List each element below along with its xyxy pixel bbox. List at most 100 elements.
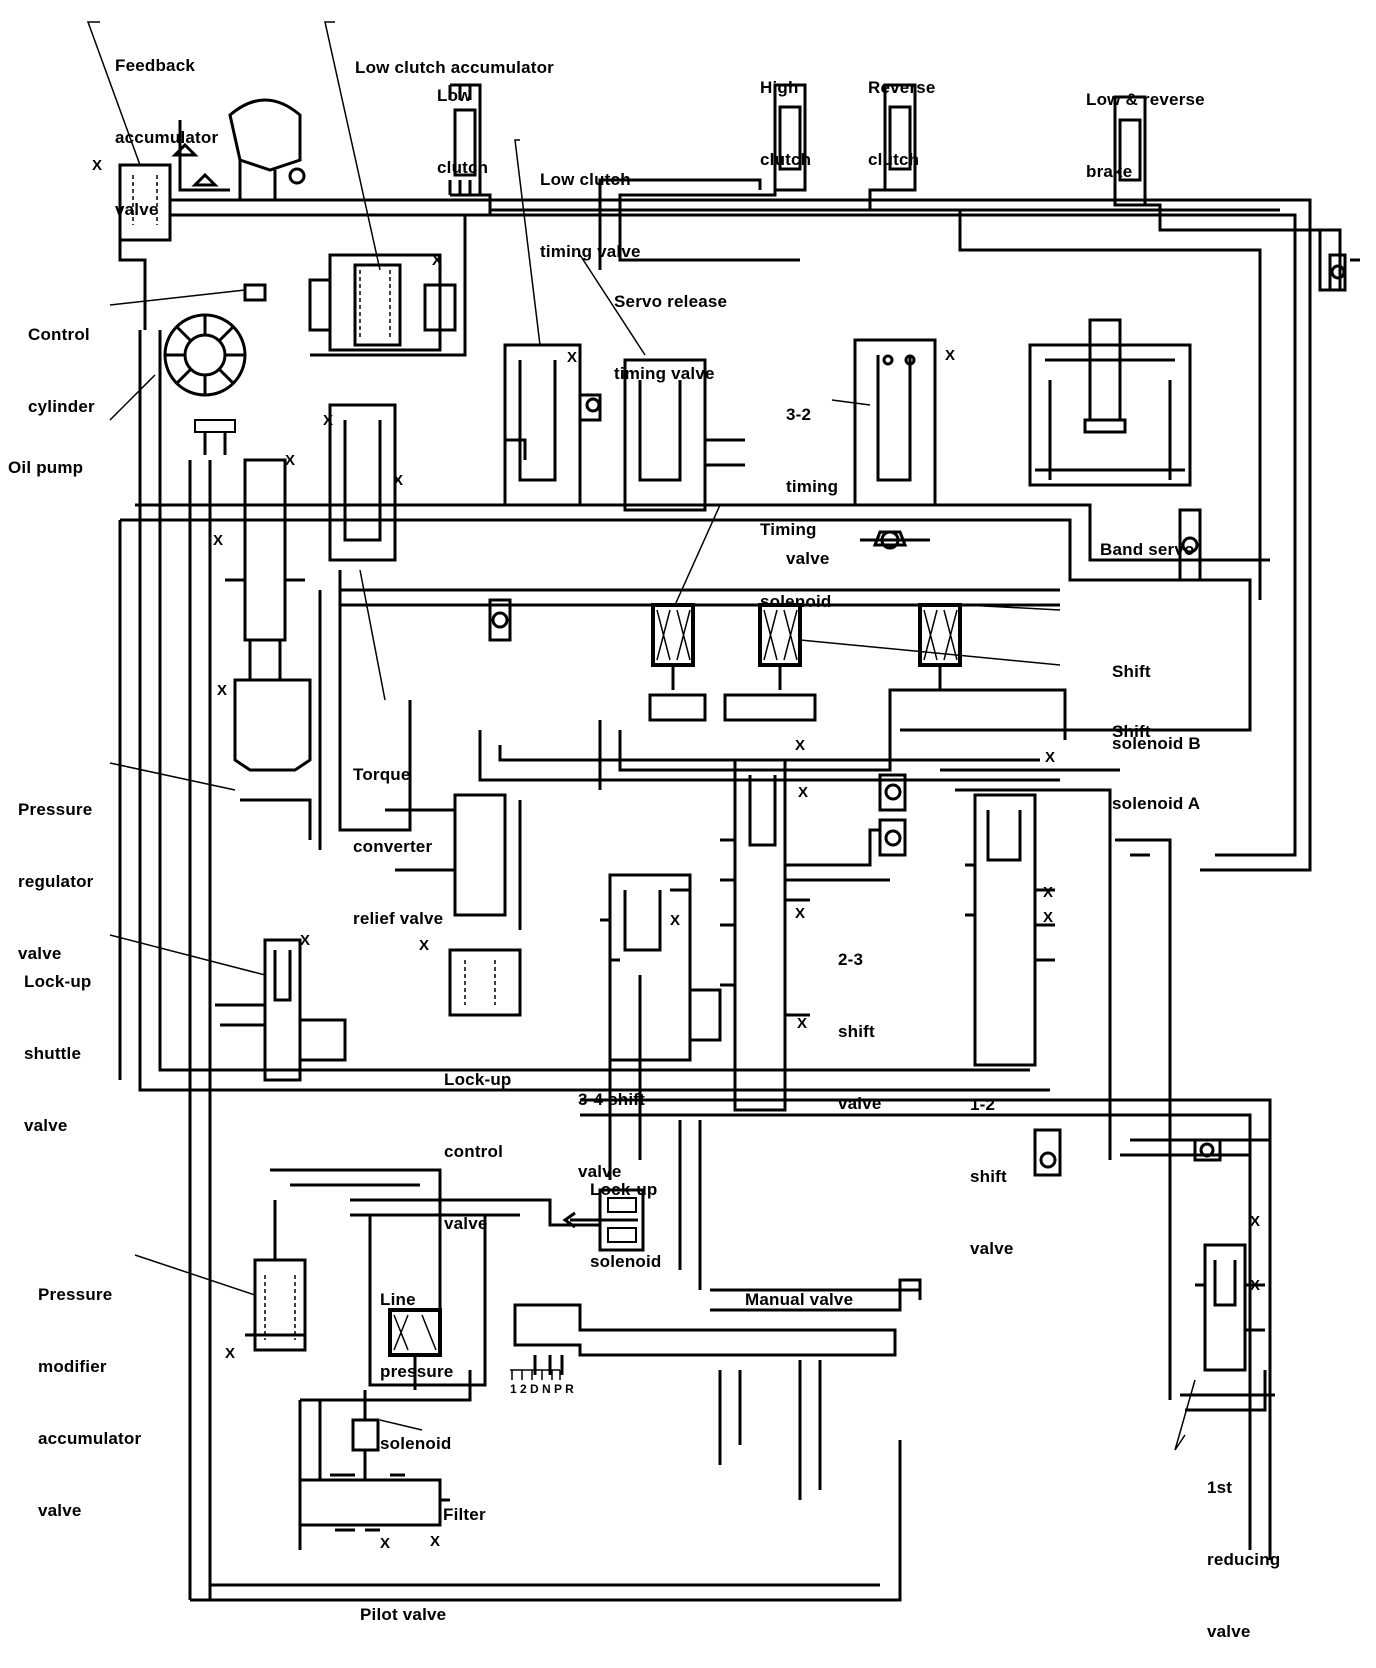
selector-positions: 1 2 D N P R [510,1382,574,1396]
shift-12-valve [940,768,1172,1400]
pump-control-assembly [171,98,306,202]
lockup-shuttle-valve [215,938,347,1082]
leader-lines [86,21,1196,1451]
label-pressure-modifier-accumulator-valve: Pressure modifier accumulator valve [38,1235,141,1547]
label-line: shuttle [24,1044,82,1063]
drain-mark: X [670,912,680,929]
label-line: 3-4 shift [578,1090,645,1109]
label-line: regulator [18,872,94,891]
label-lockup-solenoid: Lock-up solenoid [590,1130,662,1298]
label-line: valve [38,1501,82,1520]
label-line: Manual valve [745,1290,854,1309]
drain-mark: X [945,347,955,364]
label-line: reducing [1207,1550,1281,1569]
band-servo [1028,253,1347,582]
label-oil-pump: Oil pump [8,408,83,504]
label-line: accumulator [115,128,219,147]
label-line: valve [970,1239,1014,1258]
shift-solenoid-a [758,603,802,690]
drain-mark: X [1043,909,1053,926]
label-line: solenoid [590,1252,662,1271]
label-pilot-valve: Pilot valve [360,1555,446,1651]
label-line: solenoid [760,592,832,611]
drain-mark: X [1250,1277,1260,1294]
shift-34-valve [600,873,722,1062]
timing-solenoid [651,603,695,690]
label-band-servo: Band servo [1100,490,1195,586]
label-low-clutch-accumulator: Low clutch accumulator [355,8,554,104]
label-line: valve [115,200,159,219]
drain-mark: X [1045,749,1055,766]
label-manual-valve: Manual valve [745,1240,853,1336]
drain-mark: X [798,784,808,801]
drain-mark: X [380,1535,390,1552]
label-line: Servo release [614,292,728,311]
drain-mark: X [795,737,805,754]
label-line: Reverse [868,78,936,97]
drain-mark: X [419,937,429,954]
label-first-reducing-valve: 1st reducing valve [1207,1428,1280,1668]
servo-release-timing-valve [623,358,745,512]
label-line: valve [18,944,62,963]
label-line: valve [838,1094,882,1113]
label-line: valve [786,549,830,568]
label-line: Shift [1112,662,1151,681]
reverse-clutch [868,83,1262,600]
timing-32-valve [853,338,937,550]
label-line: solenoid B [1112,734,1201,753]
label-line: High [760,78,799,97]
label-low-reverse-brake: Low & reverse brake [1086,40,1205,208]
label-line: Feedback [115,56,196,75]
label-high-clutch: High clutch [760,28,811,196]
label-line: solenoid A [1112,794,1201,813]
label-line: clutch [437,158,489,177]
label-line: clutch [760,150,812,169]
label-line: control [444,1142,504,1161]
drain-mark: X [300,932,310,949]
label-line: Lock-up [590,1180,658,1199]
label-line: converter [353,837,433,856]
lockup-control-valve [385,793,522,1017]
label-line: Lock-up [444,1070,512,1089]
pilot-valve [298,1370,472,1550]
label-line: Filter [443,1505,486,1524]
drain-mark: X [430,1533,440,1550]
label-line: Timing [760,520,817,539]
label-line: 1st [1207,1478,1233,1497]
label-line: valve [1207,1622,1251,1641]
label-line: solenoid [380,1434,452,1453]
drain-mark: X [323,412,333,429]
label-lockup-control-valve: Lock-up control valve [444,1020,512,1260]
filter [351,1390,380,1480]
solenoid-passages [478,688,1067,790]
label-line: brake [1086,162,1133,181]
label-line: shift [838,1022,875,1041]
label-shift-solenoid-b: Shift solenoid B [1112,612,1201,780]
label-line: accumulator [38,1429,142,1448]
label-line: Low [437,86,472,105]
feedback-accumulator-valve [118,163,172,330]
label-line: Torque [353,765,411,784]
lockup-solenoid [562,1188,645,1252]
label-filter: Filter [443,1455,486,1551]
pressure-regulator-valve [225,458,312,840]
drain-mark: X [92,157,102,174]
label-line: timing [786,477,839,496]
label-timing-32-valve: 3-2 timing valve [786,355,838,595]
drain-mark: X [393,472,403,489]
label-timing-solenoid: Timing solenoid [760,470,832,638]
label-line: pressure [380,1362,454,1381]
label-line: Oil pump [8,458,84,477]
label-line: Pressure [18,800,93,819]
label-line: 3-2 [786,405,812,424]
label-lockup-shuttle-valve: Lock-up shuttle valve [24,922,92,1162]
label-servo-release-timing-valve: Servo release timing valve [614,242,727,410]
label-line: timing valve [614,364,715,383]
label-low-clutch: Low clutch [437,36,488,204]
label-line: shift [970,1167,1007,1186]
label-line: valve [24,1116,68,1135]
label-line: Band servo [1100,540,1195,559]
drain-mark: X [1043,884,1053,901]
label-feedback-accumulator-valve: Feedback accumulator valve [115,6,218,246]
high-clutch [598,83,807,270]
